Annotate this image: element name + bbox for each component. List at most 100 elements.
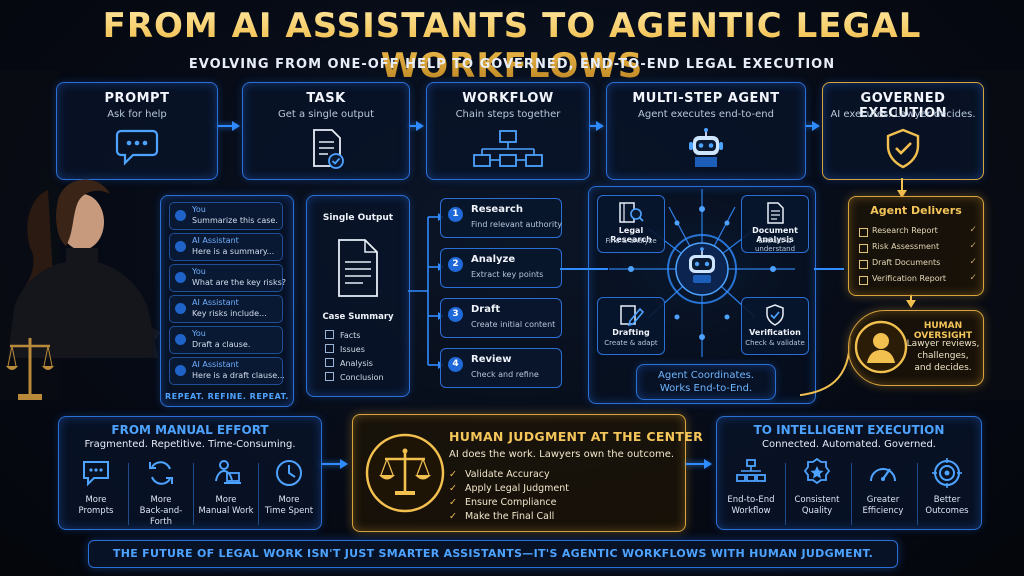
manual-effort-subtitle: Fragmented. Repetitive. Time-Consuming. (84, 439, 296, 450)
chat-sender: AI Assistant (192, 360, 239, 369)
deliverable-label: Risk Assessment (872, 242, 940, 251)
chat-sender: You (192, 267, 206, 276)
flow-arrow (686, 459, 712, 469)
judgment-item-label: Apply Legal Judgment (464, 483, 570, 494)
oversight-line: and decides. (914, 363, 972, 373)
step-number: 3 (448, 307, 463, 322)
scales-of-justice-icon (365, 433, 445, 513)
checkbox-icon (859, 228, 868, 237)
agent-node-verification: Verification Check & validate (741, 297, 809, 355)
stage-title: TASK (306, 91, 346, 106)
chat-text: Key risks include... (192, 309, 267, 318)
checklist-item: Conclusion (325, 372, 384, 382)
case-summary-checklist: Facts Issues Analysis Conclusion (325, 330, 405, 390)
avatar (175, 272, 186, 283)
stage-task: TASK Get a single output (242, 82, 410, 180)
chat-bubble-icon (115, 129, 159, 166)
checkbox-icon (325, 330, 334, 339)
stage-workflow: WORKFLOW Chain steps together (426, 82, 590, 180)
checklist-label: Conclusion (340, 373, 384, 382)
page-title: FROM AI ASSISTANTS TO AGENTIC LEGAL WORK… (0, 6, 1024, 86)
judgment-item-label: Validate Accuracy (464, 469, 550, 480)
deliverable-item: Research Report✓ (859, 225, 977, 240)
chat-footer: REPEAT. REFINE. REPEAT. (165, 392, 289, 401)
gauge-icon (870, 468, 896, 482)
judgment-item-label: Ensure Compliance (464, 497, 557, 508)
avatar (175, 210, 186, 221)
divider (917, 463, 918, 525)
pen-icon (620, 305, 644, 327)
chat-icon (83, 461, 109, 487)
agent-delivers-panel: Agent Delivers Research Report✓ Risk Ass… (848, 196, 984, 296)
footer-banner: THE FUTURE OF LEGAL WORK ISN'T JUST SMAR… (88, 540, 898, 568)
clock-icon (276, 460, 302, 486)
node-desc: Create & adapt (604, 339, 658, 347)
checkbox-icon (859, 244, 868, 253)
flow-arrow (322, 459, 348, 469)
node-name: Verification (749, 328, 801, 337)
stage-subtitle: Get a single output (277, 109, 375, 120)
stage-title: GOVERNED EXECUTION (858, 91, 948, 121)
stage-title: MULTI-STEP AGENT (632, 91, 780, 106)
node-name: Document Analysis (752, 226, 798, 244)
check-icon: ✓ (969, 241, 977, 251)
agent-caption-line: Works End-to-End. (659, 383, 753, 394)
node-name: Drafting (612, 328, 650, 337)
avatar (175, 303, 186, 314)
human-judgment-panel: HUMAN JUDGMENT AT THE CENTER AI does the… (352, 414, 703, 532)
chat-text: Draft a clause. (192, 340, 251, 349)
human-oversight-panel: HUMAN OVERSIGHT Lawyer reviews, challeng… (848, 310, 984, 386)
step-name: Analyze (471, 254, 516, 265)
single-output-title: Single Output (322, 213, 394, 223)
divider (128, 463, 129, 525)
step-number: 2 (448, 257, 463, 272)
scales-decoration-icon (6, 338, 54, 400)
chat-text: Summarize this case. (192, 216, 278, 225)
step-name: Review (471, 354, 512, 365)
stage-subtitle: Agent executes end-to-end (638, 109, 774, 120)
checklist-item: Facts (325, 330, 360, 340)
checkbox-icon (325, 344, 334, 353)
manual-effort-panel: FROM MANUAL EFFORT Fragmented. Repetitiv… (58, 416, 322, 530)
chat-sender: AI Assistant (192, 298, 239, 307)
avatar (175, 334, 186, 345)
step-desc: Find relevant authority (471, 220, 562, 229)
flow-arrow (590, 121, 604, 131)
robot-icon (689, 128, 723, 167)
workflow-connector (408, 213, 444, 369)
footer-text: THE FUTURE OF LEGAL WORK ISN'T JUST SMAR… (112, 547, 874, 560)
judgment-item: ✓Make the Final Call (449, 511, 554, 522)
step-desc: Check and refine (471, 370, 539, 379)
judgment-item: ✓Validate Accuracy (449, 469, 550, 480)
intelligent-title: TO INTELLIGENT EXECUTION (753, 423, 945, 437)
chat-sender: AI Assistant (192, 236, 239, 245)
lawyer-illustration (8, 179, 160, 358)
flowchart-icon (736, 459, 766, 482)
checkbox-icon (859, 260, 868, 269)
divider (193, 463, 194, 525)
judgment-checklist: ✓Validate Accuracy ✓Apply Legal Judgment… (449, 469, 649, 529)
divider (258, 463, 259, 525)
checkbox-icon (325, 358, 334, 367)
person-laptop-icon (215, 460, 241, 484)
node-name: Legal Research (610, 226, 652, 244)
stage-subtitle: Ask for help (107, 109, 167, 120)
target-icon (932, 458, 962, 488)
chat-sender: You (192, 205, 206, 214)
step-number: 1 (448, 207, 463, 222)
